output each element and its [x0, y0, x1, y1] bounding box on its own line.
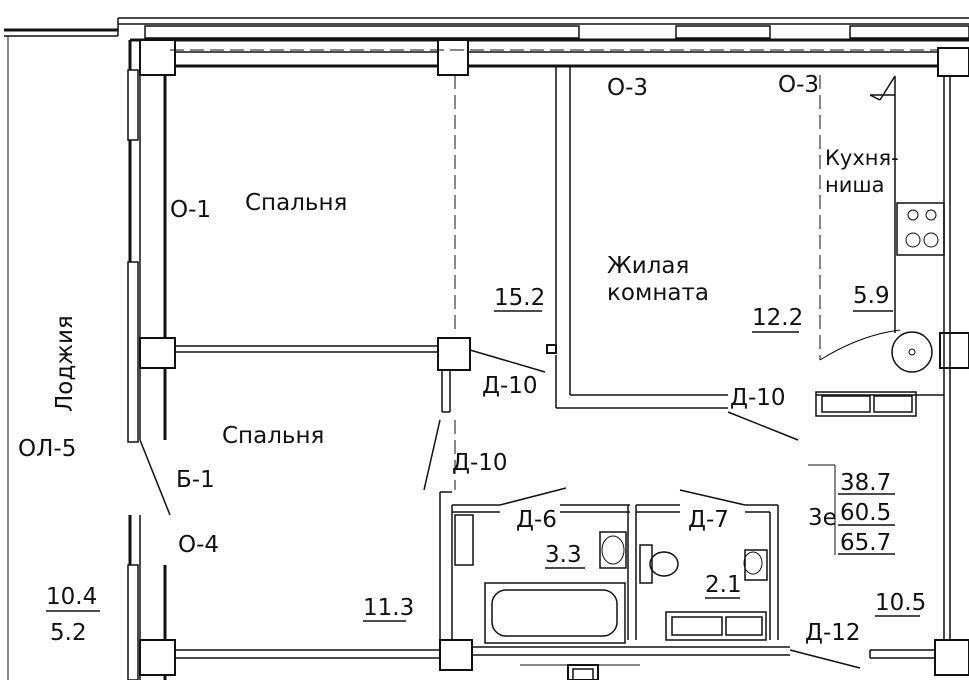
wc-area: 2.1	[705, 572, 742, 598]
zone-lines	[170, 49, 938, 490]
living-name-2: комната	[607, 280, 709, 306]
kitchen-equipment	[815, 75, 945, 417]
loggia-area-top: 10.4	[46, 584, 97, 610]
bedroom-bottom-window: О-4	[178, 532, 219, 558]
summary-prefix: 3е	[808, 505, 837, 531]
kitchen-name-1: Кухня-	[825, 146, 899, 170]
toilet-icon	[639, 544, 653, 584]
loggia-area-bottom: 5.2	[50, 620, 87, 646]
bedroom-top-window: О-1	[170, 197, 211, 223]
door-bath: Д-6	[516, 507, 557, 533]
door-bedroom-top: Д-10	[482, 373, 538, 399]
window-living-left: О-3	[607, 75, 648, 101]
door-living: Д-10	[730, 385, 786, 411]
bedroom-bottom-area: 11.3	[363, 595, 414, 621]
labels: Спальня О-1 15.2 Спальня 11.3 Жилая комн…	[18, 72, 926, 646]
balcony-door-label: Б-1	[176, 467, 215, 493]
summary-total-area: 60.5	[840, 500, 891, 526]
summary-total-with-loggia: 65.7	[840, 530, 891, 556]
exterior-walls	[4, 17, 969, 680]
door-entrance: Д-12	[805, 620, 861, 646]
bathroom-equipment	[454, 514, 768, 644]
kitchen-sink-icon	[891, 331, 933, 373]
washbasin-icon	[599, 531, 627, 569]
loggia-window: ОЛ-5	[18, 436, 76, 462]
bedroom-bottom-name: Спальня	[222, 423, 324, 449]
bathtub-icon	[484, 582, 626, 644]
window-living-right: О-3	[778, 72, 819, 98]
stove-icon	[896, 202, 945, 256]
bedroom-top-area: 15.2	[494, 285, 545, 311]
wc-sink-icon	[744, 549, 768, 581]
loggia-name: Лоджия	[52, 315, 78, 412]
interior-walls	[175, 66, 951, 680]
kitchen-area: 5.9	[853, 283, 890, 309]
door-bedroom-bottom: Д-10	[452, 450, 508, 476]
kitchen-name-2: ниша	[825, 173, 884, 197]
area-summary-box	[808, 464, 895, 555]
living-name-1: Жилая	[607, 253, 689, 279]
summary-living-area: 38.7	[840, 470, 891, 496]
door-swings	[139, 349, 861, 669]
living-area: 12.2	[752, 305, 803, 331]
door-wc: Д-7	[688, 507, 729, 533]
bath-area: 3.3	[545, 542, 582, 568]
bedroom-top-name: Спальня	[245, 190, 347, 216]
hall-area: 10.5	[875, 590, 926, 616]
